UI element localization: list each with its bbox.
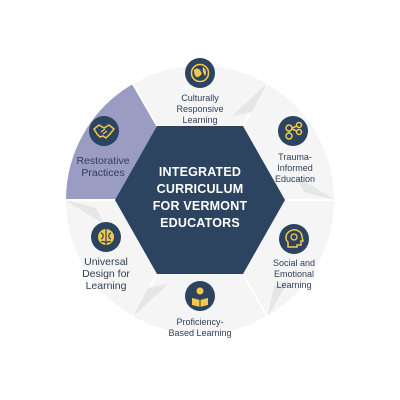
label-trauma-informed: Trauma- Informed Education xyxy=(274,152,316,184)
label-social-emotional: Social and Emotional Learning xyxy=(272,258,316,290)
label-culturally-responsive: Culturally Responsive Learning xyxy=(176,93,224,125)
head-icon xyxy=(279,224,309,254)
network-icon xyxy=(278,116,308,146)
label-restorative-practices: Restorative Practices xyxy=(76,155,130,179)
reader-icon xyxy=(185,281,215,311)
segment-shading xyxy=(65,83,335,317)
label-universal-design: Universal Design for Learning xyxy=(82,256,130,292)
brain-icon xyxy=(91,222,121,252)
label-proficiency-based: Proficiency- Based Learning xyxy=(168,317,232,338)
globe-icon xyxy=(185,58,215,88)
center-title: INTEGRATED CURRICULUM FOR VERMONT EDUCAT… xyxy=(152,165,248,230)
center-hexagon xyxy=(115,126,285,274)
handshake-icon xyxy=(89,116,119,146)
